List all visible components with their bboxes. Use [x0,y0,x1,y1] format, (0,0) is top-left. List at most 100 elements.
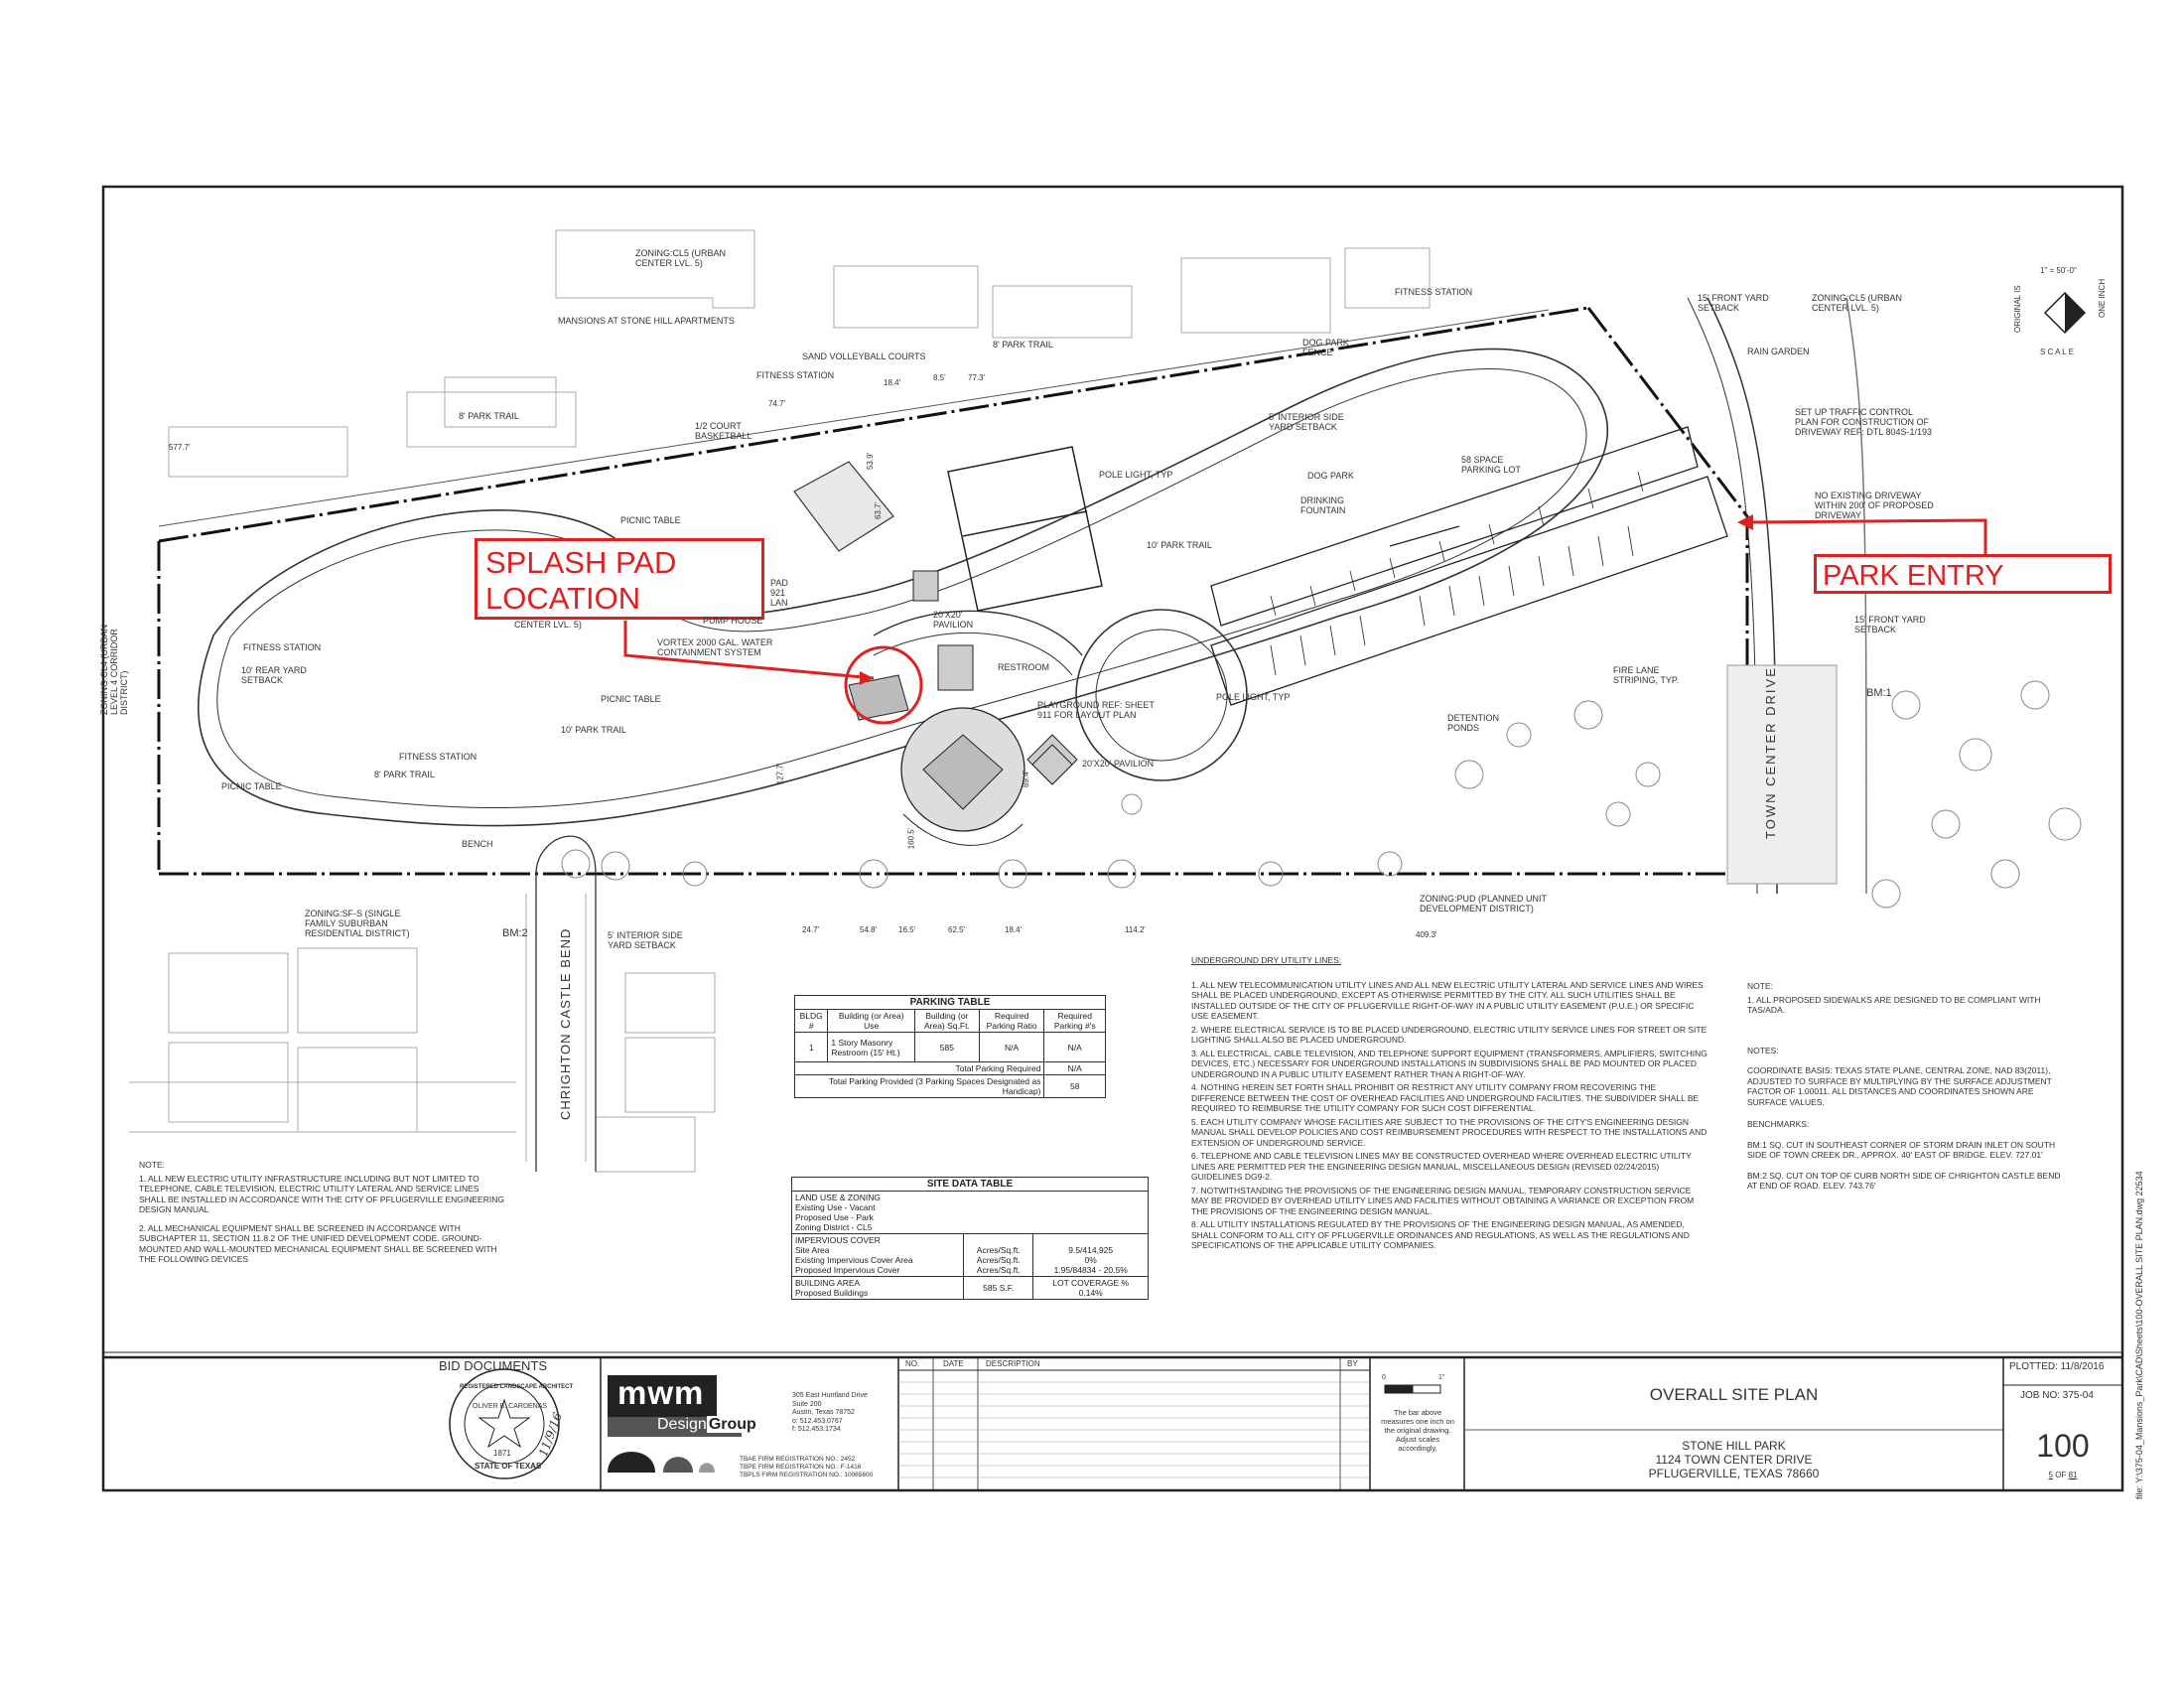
site-table-row-unit: Acres/Sq.ft. [976,1265,1021,1275]
label-interior-setback-bottom: 5' INTERIOR SIDE YARD SETBACK [608,930,683,950]
notes-right-benchmarks-heading: BENCHMARKS: [1747,1119,1810,1129]
site-table-building-sf: 585 S.F. [963,1276,1034,1300]
north-arrow-one-inch: ONE INCH [2098,278,2107,318]
volleyball-courts [947,446,1103,612]
label-park-trail-10-mid: 10' PARK TRAIL [1147,540,1212,550]
dimension-16: 53.9' [866,452,876,471]
label-vortex: VORTEX 2000 GAL. WATER CONTAINMENT SYSTE… [657,637,773,657]
site-table-proposed-use: Proposed Use - Park [795,1212,874,1222]
firm-logo-group-word: Group [706,1416,756,1433]
parking-table-row: 1 1 Story Masonry Restroom (15' Ht.) 585… [793,1032,1106,1062]
parking-table-cell: N/A [978,1032,1045,1062]
label-chrighton: CHRIGHTON CASTLE BEND [558,927,573,1120]
seal-line-1: REGISTERED LANDSCAPE ARCHITECT [460,1384,574,1390]
site-table-row-label: Proposed Impervious Cover [795,1265,900,1275]
notes-left-item-1: 1. ALL NEW ELECTRIC UTILITY INFRASTRUCTU… [139,1173,504,1215]
splash-pad-callout-line1: SPLASH PAD [485,545,677,580]
utility-note-2: 2. WHERE ELECTRICAL SERVICE IS TO BE PLA… [1191,1024,1707,1046]
dimension-10: 89.4' [1022,770,1031,788]
revision-header-date: DATE [943,1359,964,1368]
label-park-trail-8-bottom: 8' PARK TRAIL [374,770,435,779]
dimension-12: 577.7' [169,443,191,452]
seal-name: OLIVER B. CARDENAS [473,1403,548,1410]
utility-notes: UNDERGROUND DRY UTILITY LINES: 1. ALL NE… [1191,955,1707,1254]
chrighton-castle-bend-road [535,835,597,1172]
utility-note-7: 7. NOTWITHSTANDING THE PROVISIONS OF THE… [1191,1185,1695,1216]
parking-lot [1210,426,1728,706]
dimension-3: 16.5' [898,925,916,934]
site-table-proposed-buildings: Proposed Buildings [795,1288,869,1298]
sheet-number: 100 [2036,1428,2090,1464]
utility-note-4: 4. NOTHING HEREIN SET FORTH SHALL PROHIB… [1191,1082,1700,1113]
notes-left-heading: NOTE: [139,1160,165,1170]
central-plaza [873,609,1248,781]
site-table-row-label: Site Area [795,1245,830,1255]
label-fitness-station-1: FITNESS STATION [756,370,835,380]
label-bench: BENCH [462,839,493,849]
sheet-index-total: 81 [2068,1471,2078,1479]
firm-logo-design-word: Design [657,1416,707,1433]
label-center-lvl5: CENTER LVL. 5) [514,620,582,630]
sheet-index-of: OF [2055,1471,2067,1479]
notes-right-bm1: BM:1 SQ. CUT IN SOUTHEAST CORNER OF STOR… [1747,1139,2056,1161]
parking-table-cell: N/A [1043,1032,1106,1062]
site-table-row-unit: Acres/Sq.ft. [976,1255,1021,1265]
dimension-5: 18.4' [1005,925,1023,934]
label-fire-lane: FIRE LANE STRIPING, TYP. [1613,665,1680,685]
project-city: PFLUGERVILLE, TEXAS 78660 [1648,1467,1820,1480]
north-arrow-scale: 1" = 50'-0" [2040,266,2077,275]
label-picnic-table-1: PICNIC TABLE [620,515,681,525]
dimension-8: 127.7' [775,763,785,785]
scale-bar-one: 1" [1438,1374,1445,1381]
label-bm1: BM:1 [1866,687,1892,699]
parking-table-header: Building (or Area) Sq.Ft. [914,1009,980,1033]
label-zoning-pud: ZONING:PUD (PLANNED UNIT DEVELOPMENT DIS… [1420,894,1547,914]
project-name: STONE HILL PARK [1682,1439,1786,1453]
firm-registration-line: TBPE FIRM REGISTRATION NO.: F-1416 [740,1464,862,1471]
splash-pad-callout: SPLASH PAD LOCATION [475,538,764,620]
sheet-index-current: 5 [2048,1471,2053,1479]
sheet-title: OVERALL SITE PLAN [1649,1385,1819,1404]
dimension-4: 62.5' [948,925,966,934]
site-table-title: SITE DATA TABLE [791,1177,1149,1192]
north-arrow [2043,291,2087,335]
scale-bar-note: The bar above measures one inch on the o… [1381,1408,1454,1453]
notes-right-bm2: BM:2 SQ. CUT ON TOP OF CURB NORTH SIDE O… [1747,1170,2061,1192]
firm-address-line: f: 512.453.1734 [792,1426,841,1433]
north-arrow-original-is: ORIGINAL IS [2013,285,2022,333]
label-fitness-station-left: FITNESS STATION [243,642,322,652]
firm-address-line: 305 East Huntland Drive [792,1392,868,1399]
total-provided-label: Total Parking Provided (3 Parking Spaces… [793,1074,1045,1098]
park-entry-callout-arrow [1748,518,1987,556]
label-park-trail-8-left: 8' PARK TRAIL [459,411,519,421]
notes-right-note-1: 1. ALL PROPOSED SIDEWALKS ARE DESIGNED T… [1747,994,2041,1016]
dimension-17: 63.7' [874,501,884,520]
splash-arrowhead [860,671,874,685]
notes-right-notes-heading: NOTES: [1747,1045,1779,1055]
firm-address-line: Suite 200 [792,1400,822,1408]
revision-header-by: BY [1347,1359,1358,1368]
firm-registration-line: TBAE FIRM REGISTRATION NO.: 2452 [740,1456,856,1463]
label-fitness-station-bottom: FITNESS STATION [399,752,478,762]
utility-note-8: 8. ALL UTILITY INSTALLATIONS REGULATED B… [1191,1219,1690,1250]
title-block-lines [600,1357,2122,1490]
parking-table-total-required: Total Parking Required N/A [793,1061,1106,1075]
dimension-1: 24.7' [802,925,820,934]
architect-seal [449,1368,560,1479]
label-pole-light-1: POLE LIGHT, TYP [1099,470,1173,480]
parking-table: PARKING TABLE BLDG # Building (or Area) … [793,995,1106,1098]
utility-note-3: 3. ALL ELECTRICAL, CABLE TELEVISION, AND… [1191,1048,1707,1079]
label-drinking-fountain: DRINKING FOUNTAIN [1300,495,1346,515]
dimension-9: 160.5' [906,827,916,850]
label-rear-setback: 10' REAR YARD SETBACK [241,665,307,685]
label-restroom: RESTROOM [998,662,1050,672]
parking-table-header: Required Parking #'s [1043,1009,1106,1033]
job-number: JOB NO: 375-04 [2020,1390,2094,1401]
town-center-drive-road [1687,297,1867,895]
site-table-row-unit: Acres/Sq.ft. [976,1245,1021,1255]
site-table-lot-coverage-value: 0.14% [1078,1288,1103,1298]
dimension-6: 114.2' [1125,925,1146,934]
label-dog-park: DOG PARK [1307,471,1354,481]
basketball-court [793,461,894,552]
